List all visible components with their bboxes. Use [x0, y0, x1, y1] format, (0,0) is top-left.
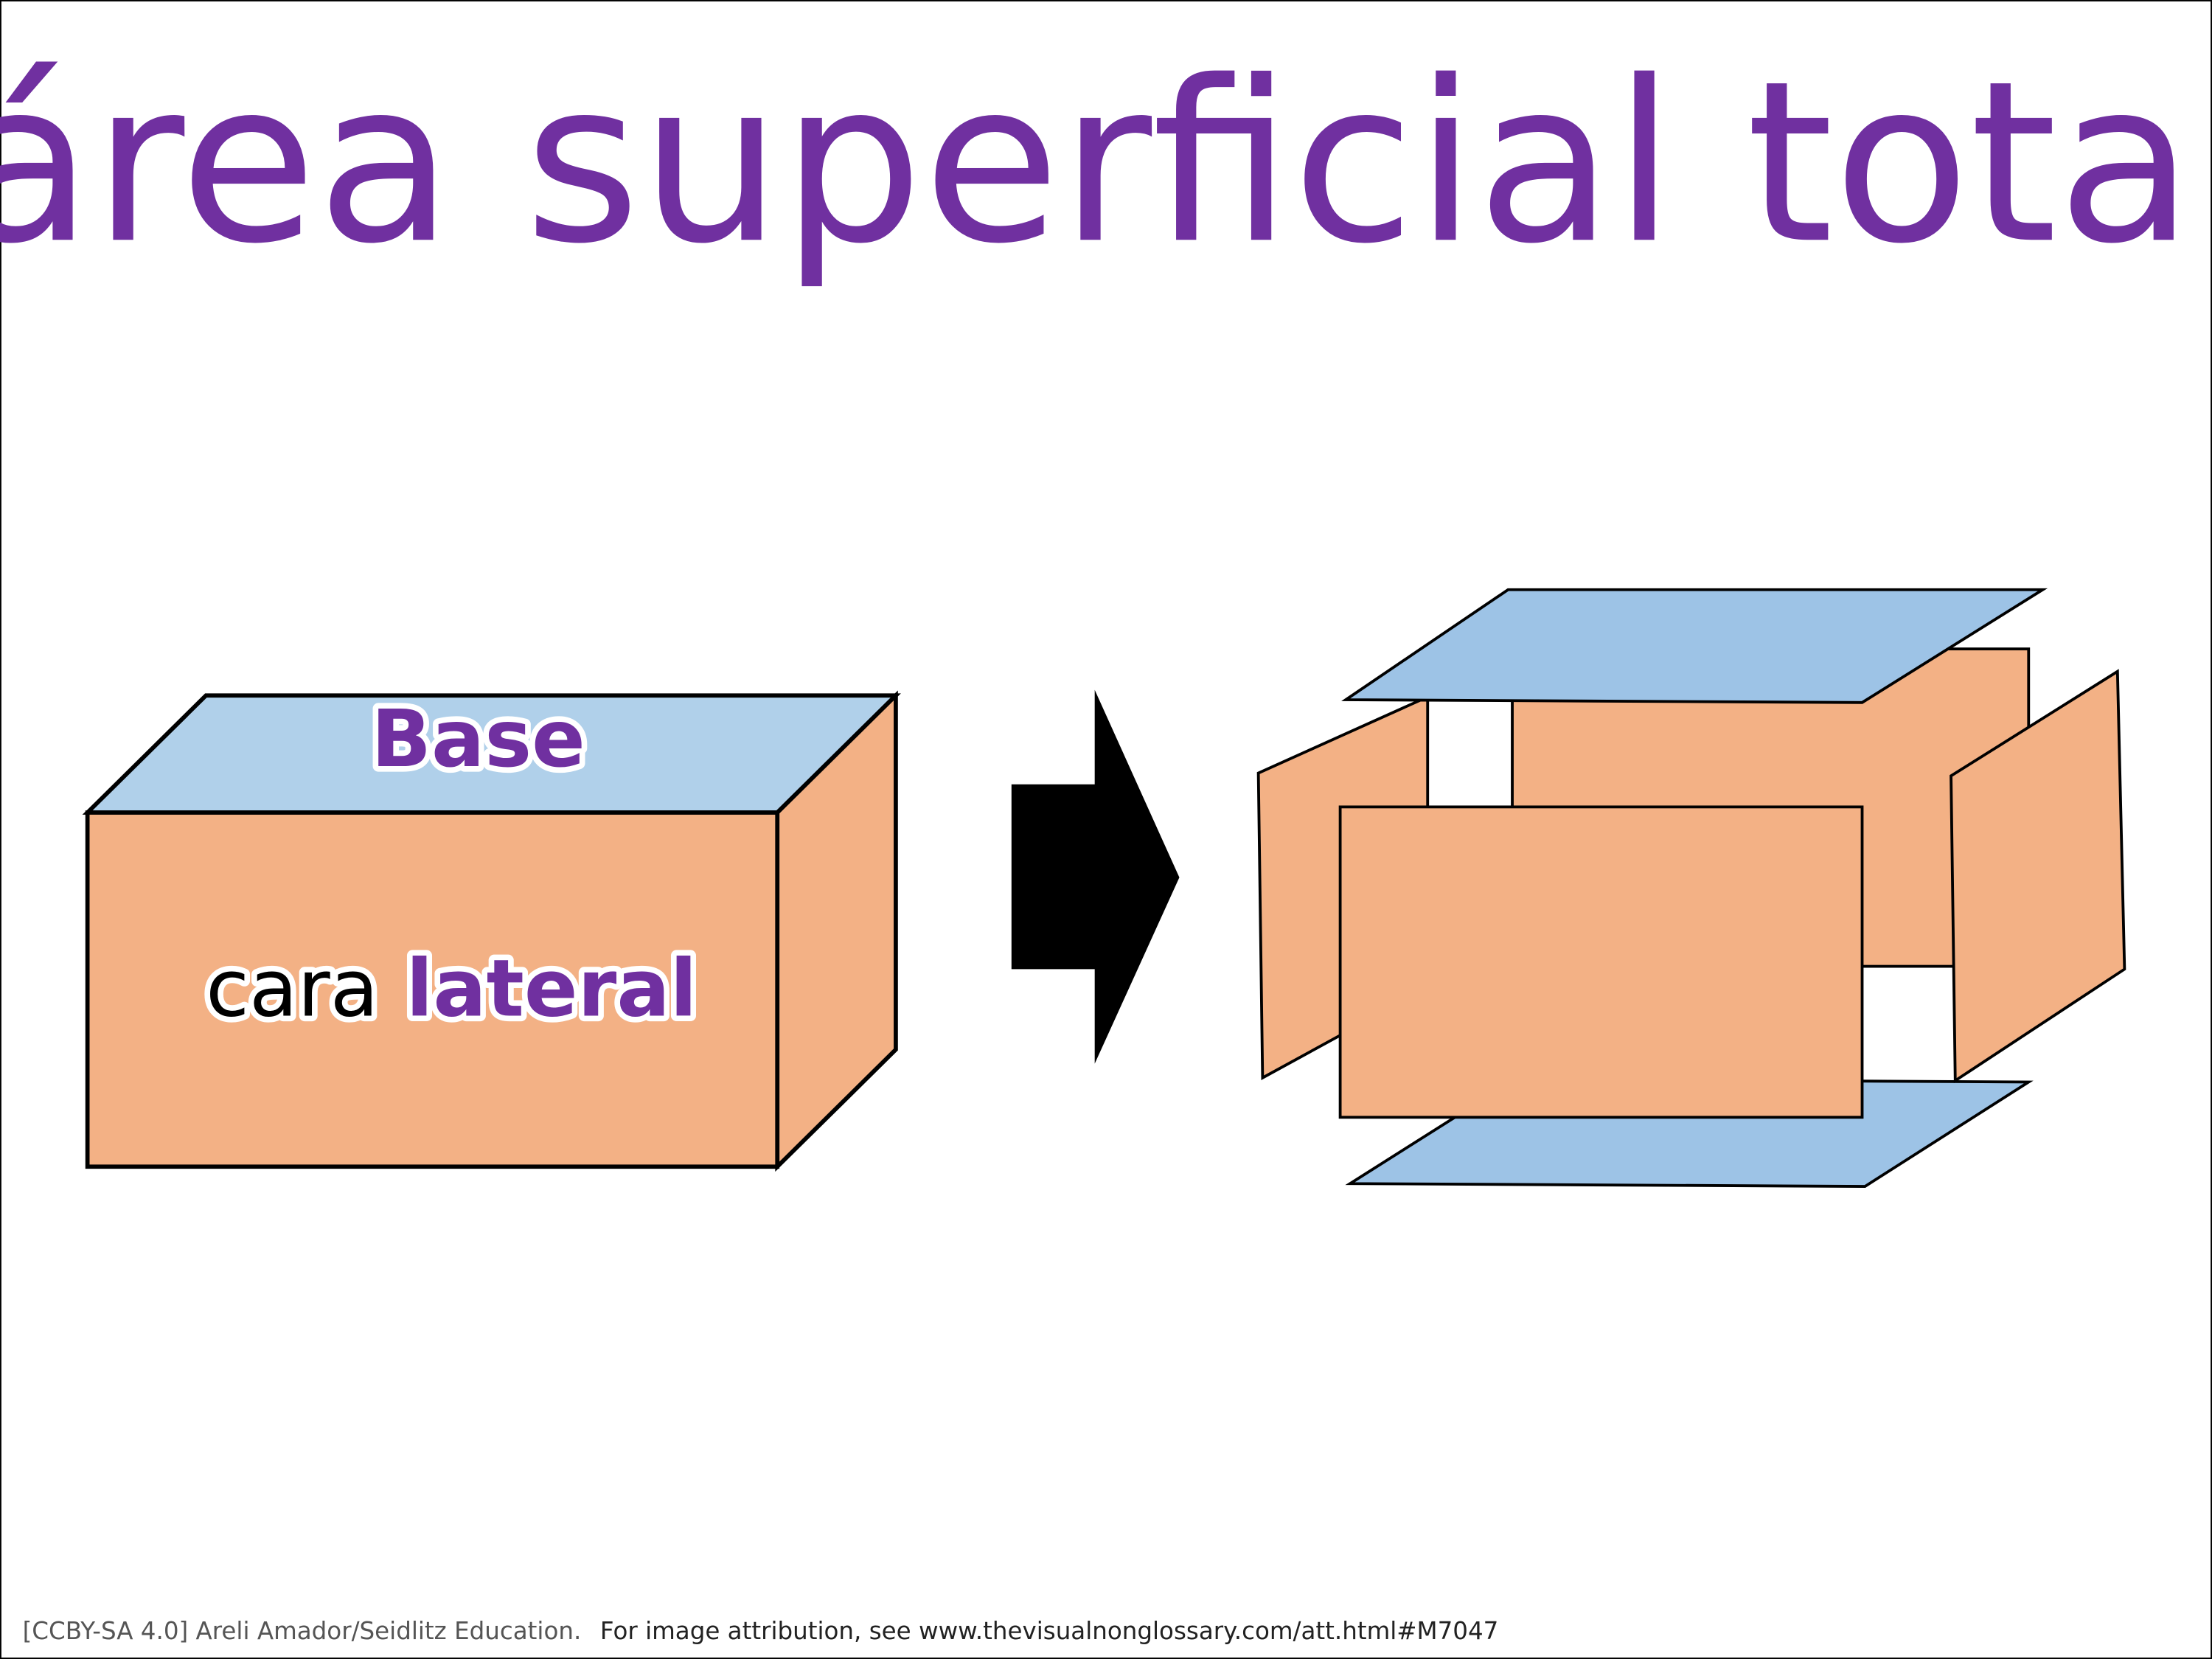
net-front-face [1338, 805, 1864, 1119]
prism-front-face [85, 810, 780, 1169]
cara-word: cara [206, 944, 378, 1035]
net-top-base [1341, 588, 2048, 704]
exploded-prism [1256, 588, 2126, 1188]
footer-license: [CCBY-SA 4.0] Areli Amador/Seidlitz Educ… [23, 1617, 582, 1645]
base-label: Base [371, 694, 585, 785]
net-right-face [1950, 669, 2126, 1084]
prism [82, 690, 901, 1172]
lateral-face-label: cara lateral [206, 944, 697, 1035]
footer-attribution: [CCBY-SA 4.0] Areli Amador/Seidlitz Educ… [23, 1617, 1499, 1645]
lateral-word: lateral [406, 944, 698, 1035]
footer-link-text: For image attribution, see www.thevisual… [600, 1617, 1498, 1645]
page-title: área superficial total [0, 33, 2212, 293]
arrow-right-icon [1011, 689, 1180, 1064]
